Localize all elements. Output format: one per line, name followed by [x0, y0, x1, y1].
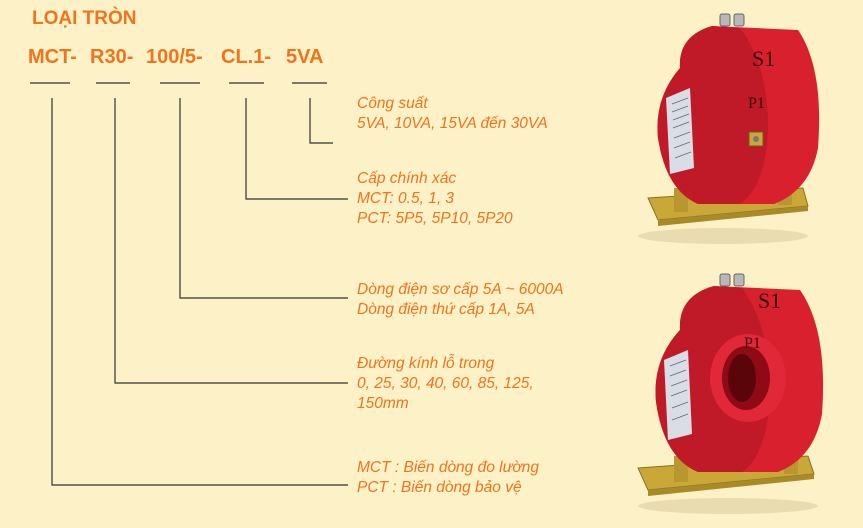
desc-power-line2: 5VA, 10VA, 15VA đến 30VA [357, 115, 548, 132]
code-part-ratio: 100/5- [146, 46, 203, 68]
leader-class [245, 98, 348, 200]
desc-diameter: Đường kính lỗ trong 0, 25, 30, 40, 60, 8… [357, 354, 534, 414]
desc-type-line1: MCT : Biến dòng đo lường [357, 459, 540, 476]
desc-class-line2: MCT: 0.5, 1, 3 [357, 190, 455, 207]
desc-power-line1: Công suất [357, 95, 428, 112]
desc-power: Công suất 5VA, 10VA, 15VA đến 30VA [357, 94, 548, 134]
product-label-s1-2: S1 [758, 288, 781, 313]
leader-power [309, 98, 333, 144]
desc-diameter-line3: 150mm [357, 395, 409, 412]
desc-class-line1: Cấp chính xác [357, 170, 457, 187]
page-title: LOẠI TRÒN [32, 8, 137, 29]
product-label-p1-2: P1 [744, 335, 761, 352]
desc-class-line3: PCT: 5P5, 5P10, 5P20 [357, 210, 513, 227]
desc-diameter-line1: Đường kính lỗ trong [357, 355, 495, 372]
desc-diameter-line2: 0, 25, 30, 40, 60, 85, 125, [357, 375, 534, 392]
desc-type-line2: PCT : Biến dòng bảo vệ [357, 479, 522, 496]
product-image-window-ct: S1 P1 [637, 273, 824, 514]
code-part-class: CL.1- [221, 46, 271, 68]
product-label-p1: P1 [748, 95, 765, 112]
desc-type: MCT : Biến dòng đo lường PCT : Biến dòng… [357, 458, 539, 498]
code-part-type: MCT- [28, 46, 77, 68]
leader-ratio [179, 98, 348, 299]
desc-class: Cấp chính xác MCT: 0.5, 1, 3 PCT: 5P5, 5… [357, 169, 513, 229]
desc-current: Dòng điện sơ cấp 5A ~ 6000A Dòng điện th… [357, 280, 564, 320]
product-label-s1: S1 [752, 46, 775, 71]
product-image-closed-ct: S1 P1 [638, 13, 820, 244]
leader-type [51, 98, 348, 486]
code-part-diameter: R30- [90, 46, 134, 68]
desc-current-line1: Dòng điện sơ cấp 5A ~ 6000A [357, 281, 564, 298]
desc-current-line2: Dòng điện thứ cấp 1A, 5A [357, 301, 535, 318]
leader-diameter [114, 98, 348, 384]
code-part-power: 5VA [286, 46, 324, 68]
